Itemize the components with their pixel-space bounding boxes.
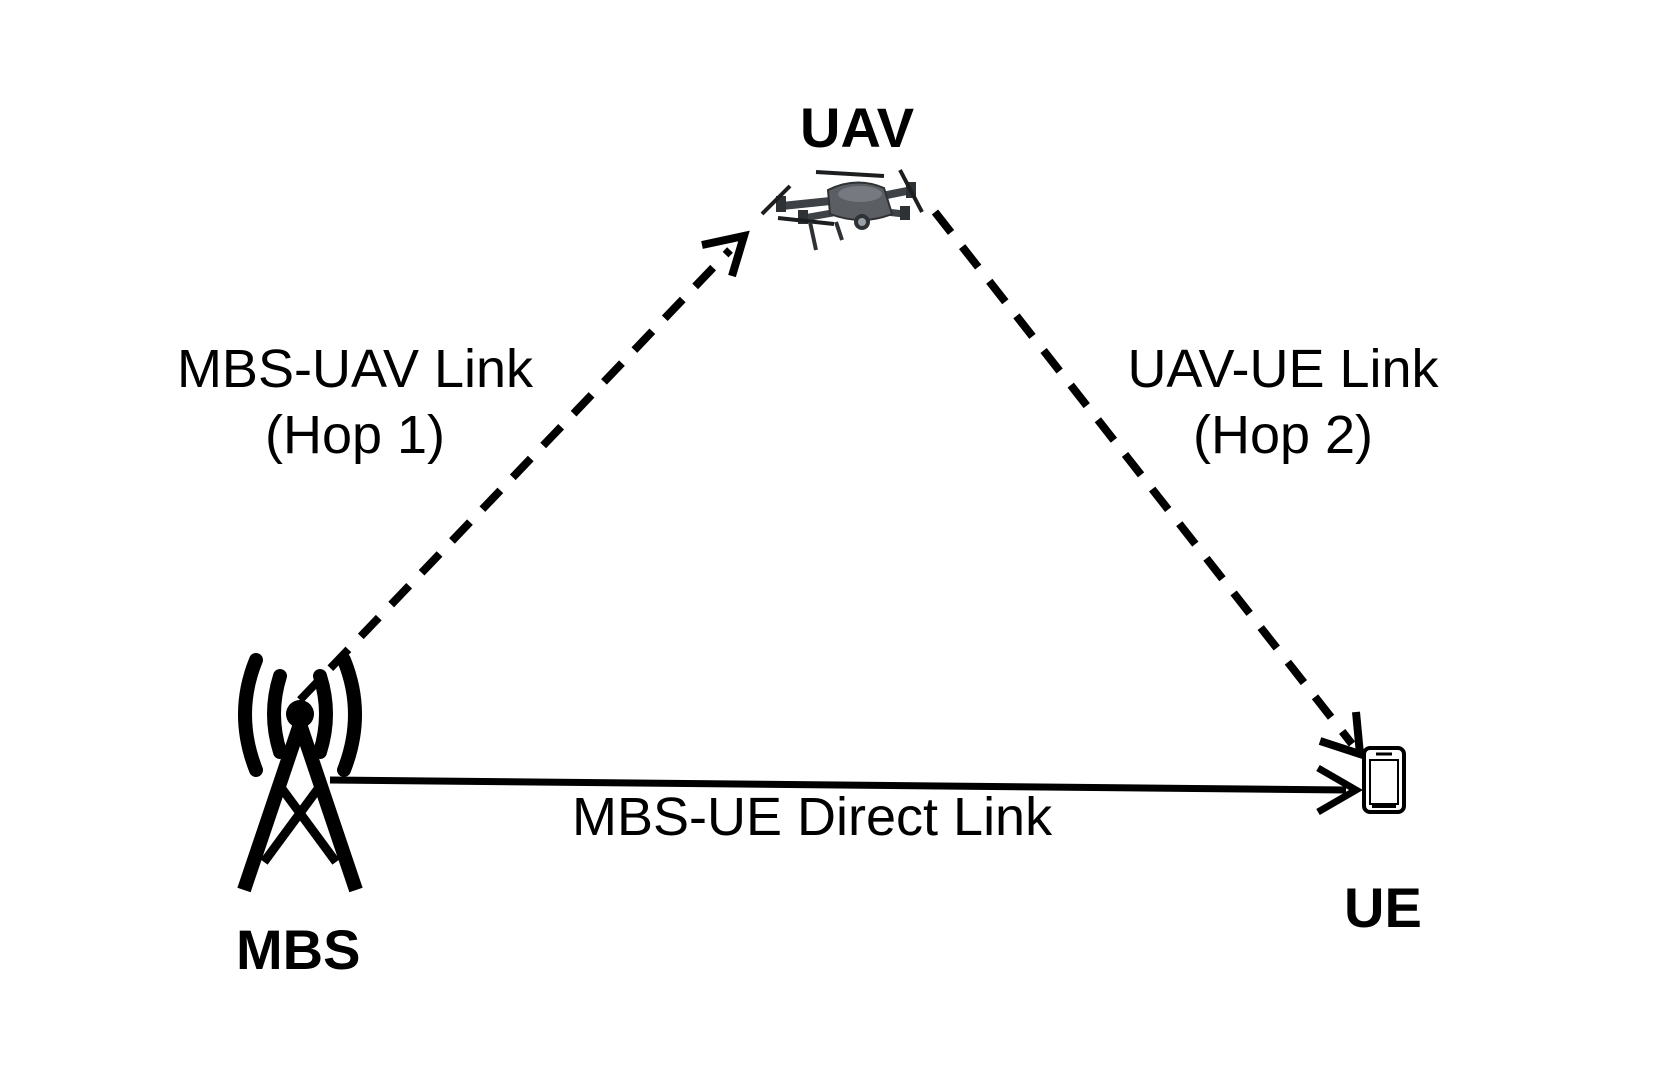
- mbs-uav-link-title: MBS-UAV Link: [176, 339, 534, 399]
- uav-ue-link-title: UAV-UE Link: [1127, 339, 1439, 399]
- mbs-ue-direct-link-label: MBS-UE Direct Link: [572, 787, 1053, 847]
- mbs-label: MBS: [236, 918, 361, 981]
- smartphone-icon: [1362, 746, 1406, 814]
- uav-ue-link-label: UAV-UE Link (Hop 2): [1110, 342, 1456, 462]
- uav-ue-link: [931, 209, 1365, 760]
- uav-ue-link-hop: (Hop 2): [1192, 405, 1374, 465]
- mbs-uav-link-hop: (Hop 1): [264, 405, 446, 465]
- mbs-ue-direct-link: [329, 764, 1363, 816]
- drone-icon: [760, 169, 924, 251]
- ue-label: UE: [1344, 876, 1422, 939]
- mbs-uav-link-label: MBS-UAV Link (Hop 1): [162, 342, 548, 462]
- uav-label: UAV: [800, 96, 915, 159]
- cell-tower-icon: [237, 653, 363, 893]
- mbs-uav-link: [297, 230, 750, 703]
